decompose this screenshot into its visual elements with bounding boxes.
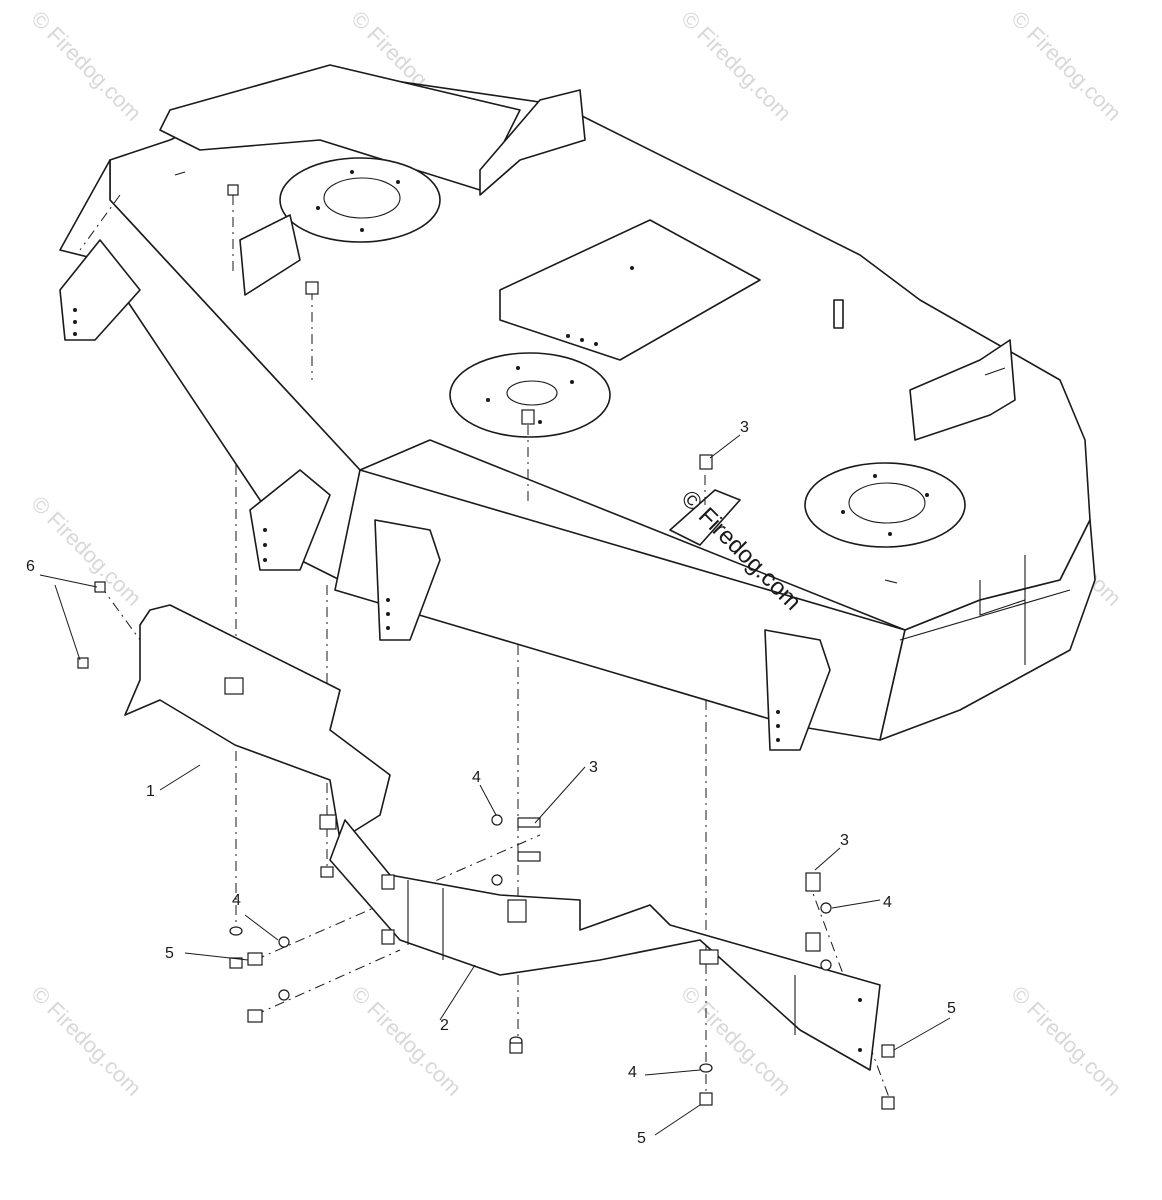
watermark-text: © Firedog.com [1006, 981, 1126, 1101]
callout-4: 4 [883, 894, 892, 911]
callout-4: 4 [628, 1064, 637, 1081]
callout-5: 5 [637, 1130, 646, 1147]
callout-4: 4 [472, 769, 481, 786]
callout-1: 1 [146, 783, 155, 800]
callout-3: 3 [840, 832, 849, 849]
watermark-text: © Firedog.com [676, 6, 796, 126]
watermark-text: © Firedog.com [346, 981, 466, 1101]
watermark-text: © Firedog.com [26, 981, 146, 1101]
callout-3: 3 [589, 759, 598, 776]
callout-2: 2 [440, 1017, 449, 1034]
watermark-text: © Firedog.com [26, 6, 146, 126]
callout-5: 5 [165, 945, 174, 962]
baffle-part-1 [124, 604, 391, 841]
watermark-text: © Firedog.com [26, 491, 146, 611]
callout-4: 4 [232, 892, 241, 909]
leader-lines [39, 434, 951, 1136]
callouts: 6 1 3 4 3 4 5 2 3 4 5 4 5 [26, 419, 956, 1147]
callout-5: 5 [947, 1000, 956, 1017]
callout-6: 6 [26, 558, 35, 575]
hardware [77, 184, 895, 1110]
baffle-part-2 [329, 819, 881, 1071]
callout-3: 3 [740, 419, 749, 436]
mower-deck [59, 64, 1096, 751]
watermark-text: © Firedog.com [1006, 6, 1126, 126]
